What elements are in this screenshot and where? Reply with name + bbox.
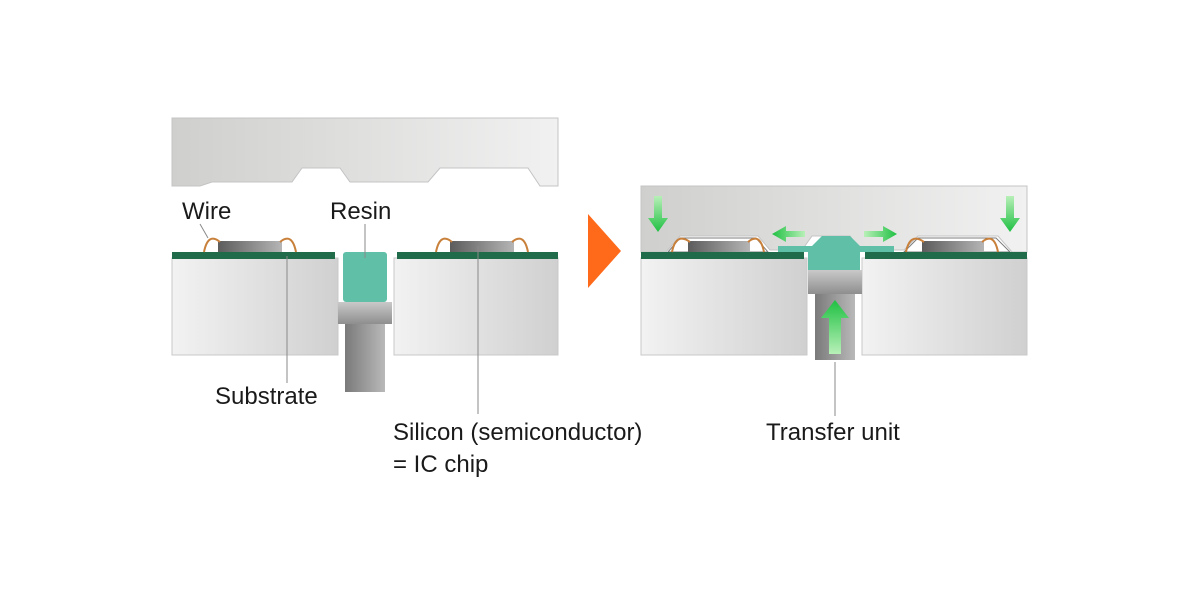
wire-left-a2 xyxy=(279,237,297,253)
arrow-down-left-icon xyxy=(648,196,668,232)
ic-chip-right-a xyxy=(688,241,750,252)
ic-chip-right-b xyxy=(922,241,984,252)
leader-wire xyxy=(199,223,209,239)
label-resin: Resin xyxy=(330,198,392,225)
right-stage xyxy=(640,185,1028,416)
arrow-up-icon xyxy=(821,300,849,354)
wire-right-a1 xyxy=(671,237,691,253)
ic-chip-left-b xyxy=(450,241,514,252)
label-ic-chip: = IC chip xyxy=(393,451,489,478)
wire-left-b2 xyxy=(511,237,529,253)
wire-left-b1 xyxy=(435,237,453,253)
plunger-shaft-left xyxy=(345,324,385,392)
plunger-cap-right xyxy=(808,270,862,294)
lower-block-right-b xyxy=(861,257,1028,356)
lower-block-right-a xyxy=(640,257,808,356)
lower-block-left-a xyxy=(171,257,339,356)
label-transfer-unit: Transfer unit xyxy=(766,419,900,446)
label-silicon: Silicon (semiconductor) xyxy=(393,419,643,446)
step-arrow-icon xyxy=(588,214,621,288)
lower-block-left-b xyxy=(393,257,559,356)
substrate-right-a xyxy=(641,252,804,259)
substrate-left-a xyxy=(172,252,335,259)
label-substrate: Substrate xyxy=(215,383,318,410)
wire-right-a2 xyxy=(747,237,765,253)
plunger-cap-left xyxy=(338,302,392,324)
resin-runner xyxy=(778,236,894,270)
wire-left-a1 xyxy=(203,237,221,253)
arrow-left-icon xyxy=(772,226,805,242)
upper-mold-left xyxy=(171,117,559,187)
wire-right-b1 xyxy=(905,237,925,253)
arrow-right-icon xyxy=(864,226,897,242)
ic-chip-left-a xyxy=(218,241,282,252)
left-stage xyxy=(171,117,559,414)
wire-right-b2 xyxy=(981,237,999,253)
substrate-right-b xyxy=(865,252,1027,259)
resin-pellet xyxy=(343,252,387,302)
label-wire: Wire xyxy=(182,198,232,225)
arrow-down-right-icon xyxy=(1000,196,1020,232)
